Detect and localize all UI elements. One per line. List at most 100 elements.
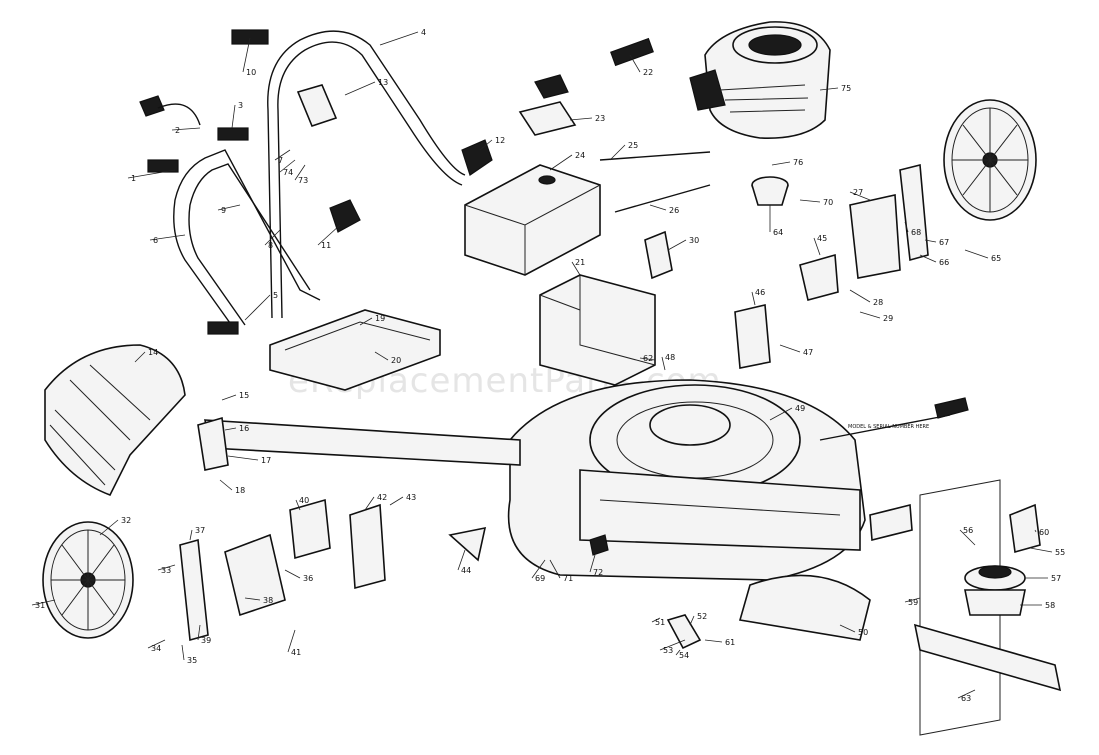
control-bracket — [296, 84, 338, 127]
handle-grip-pad — [207, 321, 239, 335]
callout-leader-36 — [284, 569, 301, 579]
callout-leader-30 — [667, 239, 687, 251]
rear-height-lever — [899, 163, 929, 262]
callout-leader-9 — [217, 204, 241, 211]
callout-leader-2 — [171, 127, 201, 131]
idler-bracket — [644, 230, 673, 280]
callout-leader-31 — [31, 599, 56, 606]
callout-number-30: 30 — [689, 236, 699, 245]
callout-number-33: 33 — [161, 566, 171, 575]
callout-leader-16 — [224, 427, 237, 431]
callout-number-39: 39 — [201, 636, 211, 645]
callout-number-35: 35 — [187, 656, 197, 665]
rear-bracket-plate — [734, 304, 771, 369]
callout-leader-48 — [661, 356, 666, 371]
callout-number-43: 43 — [406, 493, 416, 502]
callout-number-7: 7 — [278, 156, 283, 165]
callout-leader-20 — [374, 351, 389, 361]
callout-number-5: 5 — [273, 291, 278, 300]
callout-number-54: 54 — [679, 651, 689, 660]
height-adjuster-lever — [179, 538, 209, 642]
callout-number-26: 26 — [669, 206, 679, 215]
model-label-note: MODEL & SERIAL NUMBER HERE — [848, 424, 929, 430]
axle-bracket — [349, 503, 386, 590]
callout-leader-35 — [181, 644, 185, 661]
callout-leader-38 — [244, 597, 261, 601]
callout-number-41: 41 — [291, 648, 301, 657]
rear-baffle — [269, 309, 441, 391]
callout-number-60: 60 — [1039, 528, 1049, 537]
callout-leader-32 — [99, 519, 119, 536]
callout-number-63: 63 — [961, 694, 971, 703]
rear-axle-bracket — [849, 194, 901, 279]
engine — [689, 21, 831, 139]
front-left-wheel — [42, 521, 134, 639]
callout-leader-59 — [904, 597, 921, 603]
callout-leader-56 — [959, 529, 976, 546]
callout-number-40: 40 — [299, 496, 309, 505]
callout-number-53: 53 — [663, 646, 673, 655]
callout-number-58: 58 — [1045, 601, 1055, 610]
callout-number-65: 65 — [991, 254, 1001, 263]
blade — [913, 623, 1062, 692]
callout-leader-28 — [849, 289, 871, 303]
callout-number-15: 15 — [239, 391, 249, 400]
callout-number-27: 27 — [853, 188, 863, 197]
upper-handle — [267, 30, 466, 319]
callout-number-62: 62 — [643, 354, 653, 363]
callout-number-37: 37 — [195, 526, 205, 535]
callout-leader-10 — [242, 37, 251, 73]
callout-leader-62 — [639, 357, 656, 361]
mower-deck — [507, 379, 871, 641]
blade-adapter — [964, 565, 1026, 616]
handle-bracket — [461, 139, 493, 176]
callout-number-71: 71 — [563, 574, 573, 583]
callout-leader-25 — [609, 144, 626, 161]
callout-number-14: 14 — [148, 348, 158, 357]
callout-leader-11 — [317, 224, 341, 246]
callout-number-75: 75 — [841, 84, 851, 93]
callout-number-49: 49 — [795, 404, 805, 413]
grass-catcher — [44, 344, 186, 497]
callout-leader-39 — [197, 624, 201, 641]
callout-leader-65 — [964, 249, 989, 259]
callout-leader-29 — [859, 311, 881, 319]
callout-leader-76 — [771, 161, 791, 166]
callout-leader-49 — [769, 407, 793, 421]
callout-leader-27 — [849, 191, 871, 201]
callout-number-29: 29 — [883, 314, 893, 323]
callout-leader-54 — [675, 649, 681, 656]
callout-leader-70 — [799, 199, 821, 203]
callout-number-42: 42 — [377, 493, 387, 502]
callout-number-72: 72 — [593, 568, 603, 577]
control-rod — [599, 151, 711, 161]
callout-number-19: 19 — [375, 314, 385, 323]
callout-leader-47 — [779, 344, 801, 353]
callout-leader-44 — [457, 549, 466, 571]
callout-leader-7 — [274, 149, 291, 161]
callout-number-32: 32 — [121, 516, 131, 525]
callout-number-52: 52 — [697, 612, 707, 621]
callout-leader-17 — [227, 455, 259, 461]
callout-leader-40 — [295, 499, 301, 511]
callout-number-44: 44 — [461, 566, 471, 575]
callout-leader-74 — [279, 159, 296, 173]
callout-leader-19 — [359, 317, 373, 326]
callout-number-25: 25 — [628, 141, 638, 150]
callout-leader-67 — [924, 239, 937, 243]
callout-leader-63 — [957, 689, 976, 699]
callout-number-57: 57 — [1051, 574, 1061, 583]
callout-number-12: 12 — [495, 136, 505, 145]
callout-number-67: 67 — [939, 238, 949, 247]
callout-number-10: 10 — [246, 68, 256, 77]
callout-leader-72 — [589, 554, 596, 573]
callout-number-13: 13 — [378, 78, 388, 87]
engine-shroud — [539, 274, 656, 386]
callout-leader-60 — [1034, 529, 1037, 533]
callout-number-66: 66 — [939, 258, 949, 267]
fuel-tank — [464, 164, 601, 276]
callout-leader-42 — [364, 496, 375, 511]
callout-number-2: 2 — [175, 126, 180, 135]
blade-frame-box — [919, 479, 1001, 736]
